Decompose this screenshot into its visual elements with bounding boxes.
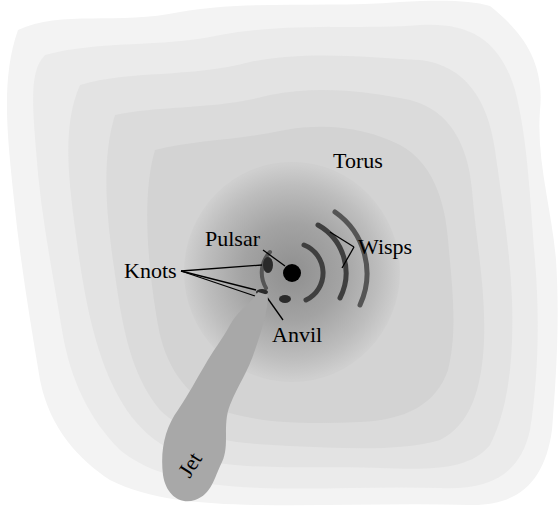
- jet-fill: [162, 292, 268, 501]
- wisps: [262, 212, 367, 305]
- part-label: Pulsar: [205, 228, 260, 250]
- nebula-layer: [7, 1, 558, 505]
- part-label: Wisps: [358, 236, 412, 258]
- nebula-layer: [147, 127, 453, 423]
- part-label: Anvil: [272, 324, 322, 346]
- part-label: Knots: [124, 260, 177, 282]
- nebula-layer: [33, 25, 538, 489]
- jet-outline: [140, 275, 280, 507]
- pulsar-dot: [283, 264, 301, 282]
- part-label: Torus: [333, 150, 383, 172]
- jet-shape: Jet: [140, 275, 280, 507]
- nebula-layer: [68, 56, 512, 469]
- nebula-layer: [106, 90, 484, 448]
